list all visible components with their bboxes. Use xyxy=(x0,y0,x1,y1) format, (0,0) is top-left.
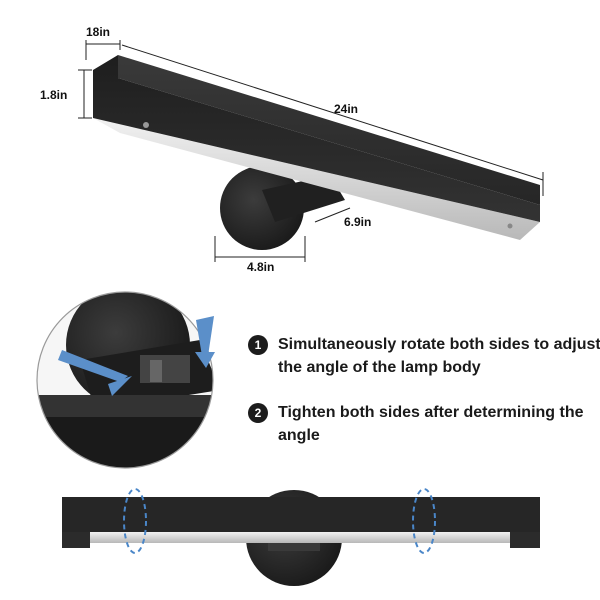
dimension-lines xyxy=(78,40,544,262)
lamp-diffuser xyxy=(90,532,510,543)
adjust-zone-left-icon xyxy=(123,488,147,554)
lamp-diffuser xyxy=(93,118,540,240)
step-2-number: 2 xyxy=(248,403,268,423)
step-1-text: Simultaneously rotate both sides to adju… xyxy=(278,336,600,376)
rotate-arrow-icon xyxy=(58,350,128,382)
adjust-zone-right-icon xyxy=(412,488,436,554)
lamp-top-face xyxy=(118,55,540,205)
lamp-front-view xyxy=(62,488,540,586)
rotate-arrow-icon xyxy=(196,316,214,356)
lamp-body xyxy=(62,497,540,532)
step-1: 1 Simultaneously rotate both sides to ad… xyxy=(248,333,600,379)
dimension-width-label: 18in xyxy=(86,25,110,39)
dimension-base-label: 4.8in xyxy=(247,260,274,274)
lamp-top-view xyxy=(93,55,540,250)
dimension-depth-label: 6.9in xyxy=(344,215,371,229)
end-screw-icon xyxy=(143,122,149,128)
zoom-detail xyxy=(36,291,215,469)
end-screw-icon xyxy=(507,223,513,229)
rotate-arrow-icon xyxy=(108,376,132,396)
dimension-height-label: 1.8in xyxy=(40,88,67,102)
dimension-length-label: 24in xyxy=(334,102,358,116)
rotate-arrow-icon xyxy=(195,352,215,368)
step-1-number: 1 xyxy=(248,335,268,355)
lamp-front-face xyxy=(93,55,540,222)
step-2: 2 Tighten both sides after determining t… xyxy=(248,401,600,447)
step-2-text: Tighten both sides after determining the… xyxy=(278,404,584,444)
